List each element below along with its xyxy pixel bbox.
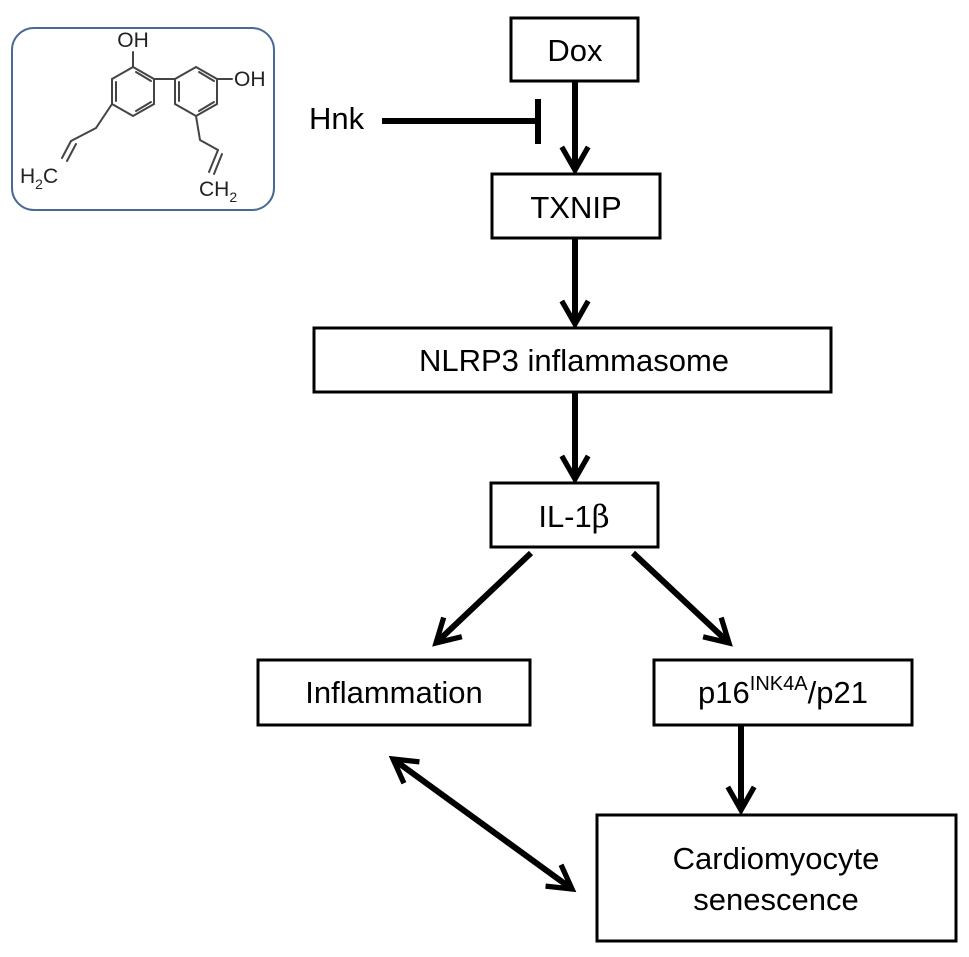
node-senescence: Cardiomyocyte senescence: [595, 813, 958, 943]
node-inflammation: Inflammation: [256, 658, 532, 727]
node-dox-label: Dox: [547, 33, 603, 68]
node-p16: p16INK4A/p21: [652, 658, 914, 727]
right-allyl-chain: [195, 115, 223, 175]
arrow-il1b-to-inflammation: [432, 550, 534, 647]
node-il1b: IL-1β: [489, 481, 660, 549]
node-nlrp3-label: NLRP3 inflammasome: [419, 343, 729, 378]
node-nlrp3: NLRP3 inflammasome: [312, 326, 833, 394]
node-senescence-line2: senescence: [693, 882, 858, 917]
left-allyl-chain: [61, 103, 113, 162]
arrow-inflammation-senescence-bidirectional: [388, 755, 577, 893]
node-txnip: TXNIP: [490, 172, 662, 240]
node-il1b-label: IL-1β: [538, 499, 609, 535]
ch2-label: CH2: [199, 178, 237, 205]
h2c-label: H2C: [20, 165, 58, 192]
inhibitor-label: Hnk: [309, 101, 365, 136]
node-senescence-line1: Cardiomyocyte: [673, 841, 880, 876]
honokiol-structure: OH OH H2C CH2: [11, 27, 275, 211]
node-p16-label: p16INK4A/p21: [698, 673, 868, 710]
oh-top-label: OH: [117, 29, 149, 52]
oh-right-label: OH: [234, 68, 266, 91]
arrow-il1b-to-p16: [630, 550, 733, 647]
node-dox: Dox: [509, 16, 640, 83]
node-txnip-label: TXNIP: [530, 190, 621, 225]
node-inflammation-label: Inflammation: [305, 675, 482, 710]
